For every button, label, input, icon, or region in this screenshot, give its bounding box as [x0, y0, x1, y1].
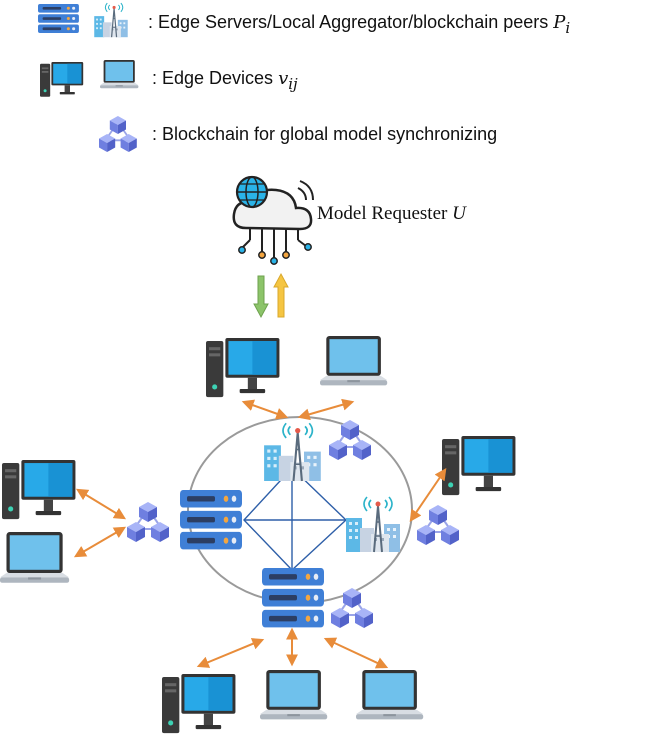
legend-devices-text: : Edge Devices vij [152, 68, 298, 93]
laptop-bottom-right [356, 670, 424, 720]
blockchain-icon-bottom [330, 587, 374, 629]
blockchain-icon-left [126, 501, 170, 543]
link-right-desktop [409, 468, 447, 522]
legend-server-icon [38, 4, 79, 34]
down-arrow-green [253, 275, 269, 319]
edge-server-bottom [262, 568, 324, 628]
legend-desktop-icon [40, 62, 84, 97]
link-top-desktop [241, 399, 289, 420]
peer-connection-diamond [243, 466, 348, 571]
city-tower-top [263, 422, 322, 483]
link-left-laptop [73, 526, 127, 558]
blockchain-icon-top [328, 419, 372, 461]
legend-blockchain-text: : Blockchain for global model synchroniz… [152, 124, 498, 144]
edge-server-left [180, 490, 242, 550]
desktop-top [206, 338, 280, 398]
link-left-desktop [75, 488, 127, 520]
desktop-right [442, 436, 516, 496]
legend-servers-text: : Edge Servers/Local Aggregator/blockcha… [148, 12, 571, 37]
laptop-top [320, 336, 388, 386]
legend-blockchain-icon [98, 115, 138, 153]
desktop-left [2, 460, 76, 520]
legend-city-icon [93, 2, 129, 38]
link-bottom-right [323, 637, 389, 669]
laptop-bottom-center [260, 670, 328, 720]
legend-laptop-icon [100, 60, 139, 89]
desktop-bottom-left [162, 674, 236, 734]
city-tower-right [345, 496, 401, 553]
link-bottom-left [196, 638, 265, 668]
cloud-requester-icon [232, 175, 314, 265]
blockchain-icon-right [416, 504, 460, 546]
laptop-left [0, 532, 70, 583]
link-top-laptop [297, 398, 355, 421]
model-requester-label: Model Requester U [317, 203, 466, 224]
up-arrow-yellow [273, 272, 289, 318]
